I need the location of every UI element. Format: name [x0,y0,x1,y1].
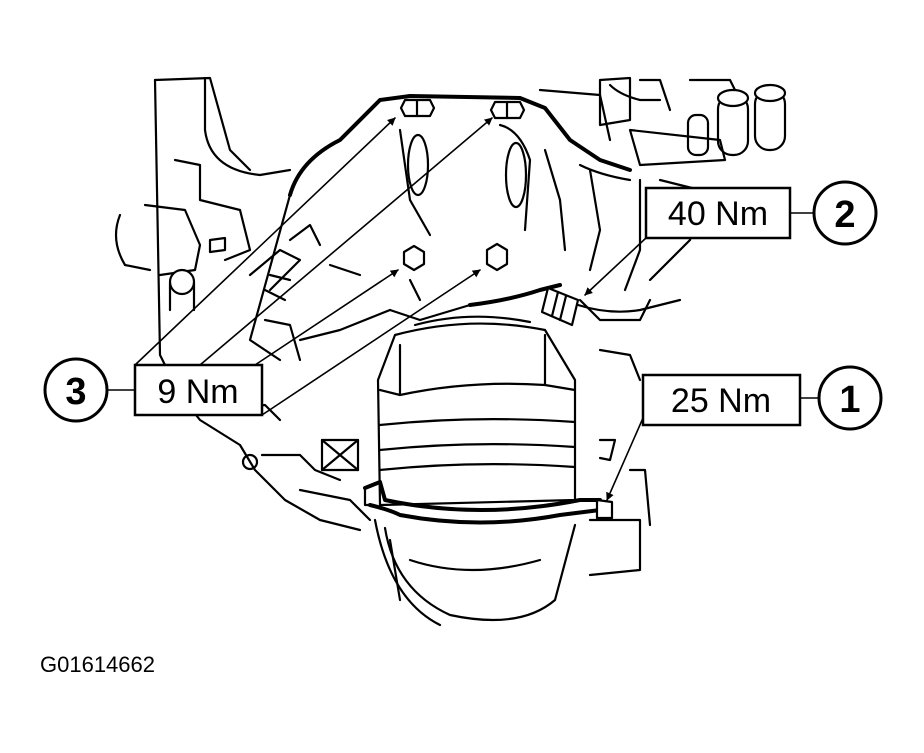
oxygen-sensor-illustration [540,163,682,327]
callout-circle-1 [817,365,883,431]
engine-plug-icon [168,268,196,296]
torque-label-3: 9 Nm [157,373,238,411]
torque-label-2: 40 Nm [668,195,768,233]
torque-box-1 [641,373,802,427]
heat-shield-illustration [248,94,632,362]
torque-box-3 [133,363,264,417]
figure-id: G01614662 [40,652,155,677]
lower-left-nut-icon [402,244,426,272]
callout-number-2: 2 [834,194,855,236]
lower-right-nut-icon [485,242,509,272]
torque-label-1: 25 Nm [671,382,771,420]
callout-1: 25 Nm 1 [641,365,883,431]
leader-lines [107,117,819,501]
callout-3: 9 Nm 3 [43,357,264,423]
callout-number-1: 1 [839,379,860,421]
torque-box-2 [644,186,792,240]
catalytic-converter-illustration [363,315,614,627]
callout-2: 40 Nm 2 [644,180,878,246]
engine-block-illustration [114,76,787,577]
callout-circle-2 [812,180,878,246]
manifold-nuts [399,98,526,272]
callout-circle-3 [43,357,109,423]
callout-number-3: 3 [65,371,86,413]
